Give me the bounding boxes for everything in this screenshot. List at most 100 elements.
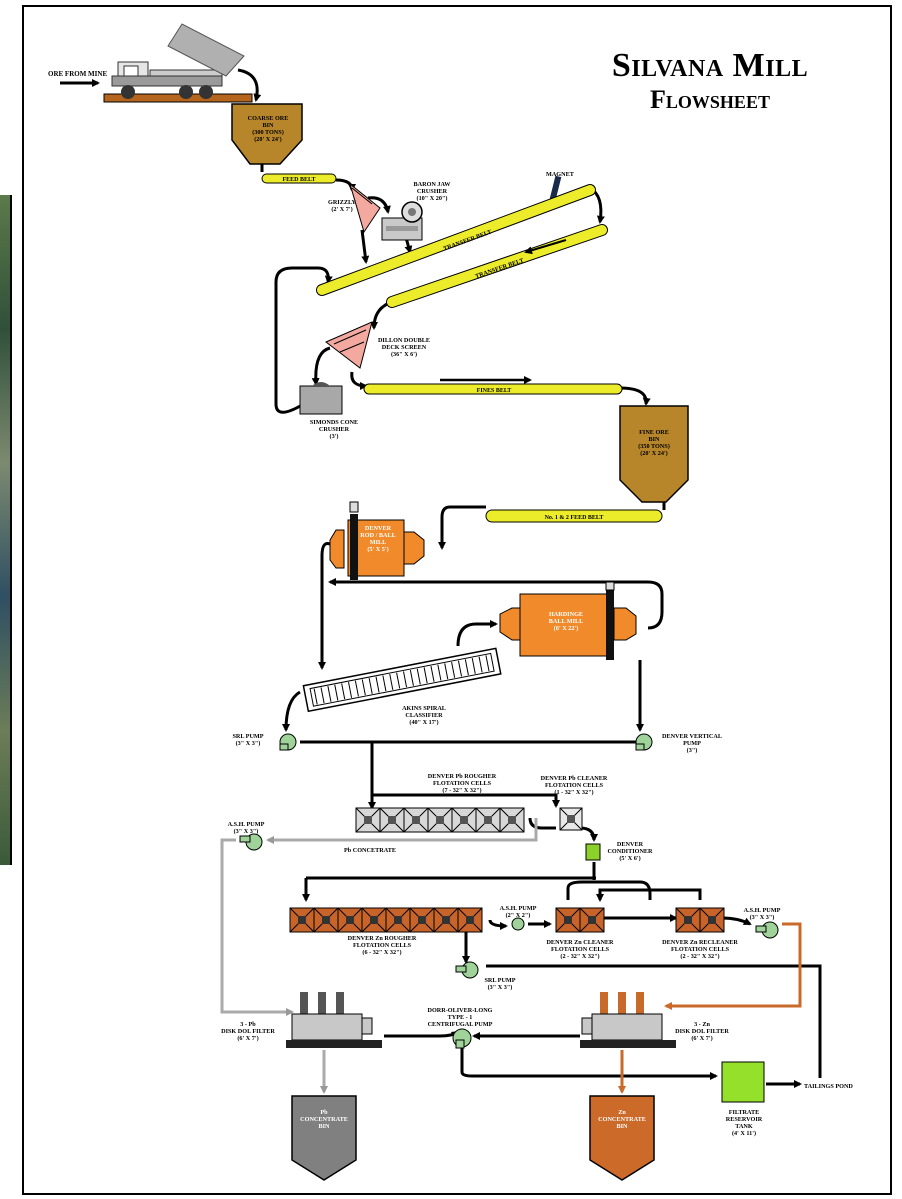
- title-line-2: Flowsheet: [650, 85, 770, 115]
- cone-crusher-line-1: CRUSHER: [319, 426, 350, 433]
- fine-bin-line-0: FINE ORE: [639, 429, 669, 436]
- coarse-bin-line-3: (20' X 24'): [254, 136, 282, 143]
- pb-conc-to-pump: [266, 818, 538, 844]
- flotation-cell: [427, 807, 453, 833]
- classifier-rib: [327, 686, 332, 702]
- classifier-rib: [341, 683, 346, 700]
- classifier-rib: [485, 655, 490, 672]
- flotation-cell: [579, 907, 605, 933]
- rod-ball-mill: [329, 501, 425, 580]
- zn-cleaner-line-2: (2 - 32" X 32"): [560, 953, 599, 960]
- pb-filter-line-0: 3 - Pb: [240, 1021, 256, 1028]
- screen-line-2: (36" X 6'): [391, 351, 417, 358]
- pb-rougher-line-2: (7 - 32" X 32"): [442, 787, 481, 794]
- flotation-cell: [385, 907, 411, 933]
- screen-line-1: DECK SCREEN: [382, 344, 427, 351]
- jaw-crusher-line-1: CRUSHER: [417, 188, 448, 195]
- feedbelt12-to-rodmill: [438, 505, 486, 550]
- coarse-bin-line-2: (300 TONS): [252, 129, 284, 136]
- centrifugal-pump-line-0: DORR-OLIVER-LONG: [428, 1007, 493, 1014]
- pb-bin-line-0: Pb: [320, 1109, 328, 1116]
- rod-mill-line-3: (5' X 5'): [367, 546, 388, 553]
- hardinge-line-1: BALL MILL: [549, 618, 584, 625]
- pb-concentrate-bin: [291, 1095, 357, 1181]
- flotation-cell: [475, 807, 501, 833]
- feed-belt-label: FEED BELT: [283, 177, 316, 183]
- classifier-rib: [375, 676, 380, 693]
- classifier-rib: [348, 682, 353, 698]
- rod-mill-line-2: MILL: [370, 539, 387, 546]
- zn-bin-line-0: Zn: [618, 1109, 626, 1116]
- recleaner-to-ash3: [721, 916, 752, 926]
- grizzly-line-0: GRIZZLY: [328, 199, 357, 206]
- flotation-cell: [289, 907, 315, 933]
- ash-pump-2-line-0: A.S.H. PUMP: [500, 905, 537, 912]
- pb-concentrate-lines: [220, 818, 538, 1094]
- srl-pump-2-line-1: (3" X 3"): [488, 984, 513, 991]
- classifier-rib: [382, 675, 387, 692]
- ash-pump-3-label: A.S.H. PUMP(3" X 3"): [744, 907, 781, 921]
- fines-belt-label: FINES BELT: [477, 388, 512, 394]
- zn-rougher-line-0: DENVER Zn ROUGHER: [348, 935, 417, 942]
- grizzly-to-jaw: [367, 196, 391, 214]
- truck-dump-line: [237, 68, 262, 102]
- feed-belt-12-label: No. 1 & 2 FEED BELT: [545, 515, 604, 521]
- classifier-rib: [368, 677, 373, 694]
- zn-concentrate-lines: [618, 922, 802, 1094]
- magnet: [548, 175, 562, 205]
- rod-mill-line-0: DENVER: [365, 525, 392, 532]
- pb-disk-filter: [286, 992, 382, 1048]
- zn-concentrate-bin: [589, 1095, 655, 1181]
- vertical-pump-line-2: (3"): [687, 747, 698, 754]
- ore-from-mine-label: ORE FROM MINE: [48, 70, 107, 78]
- srl-pump-1-line-0: SRL PUMP: [232, 733, 263, 740]
- pb-cleaner-cell: [559, 807, 583, 831]
- classifier-rib: [457, 660, 463, 677]
- zn-pump-to-filter: [664, 922, 802, 1010]
- classifier-rib: [444, 663, 449, 680]
- flotation-cell: [355, 807, 381, 833]
- classifier-rib: [396, 672, 401, 689]
- flotation-cell: [433, 907, 459, 933]
- classifier-rib: [313, 688, 318, 705]
- vertical-pump: [635, 733, 653, 751]
- srl-pump-2-line-0: SRL PUMP: [484, 977, 515, 984]
- grizzly-undersize-line: [360, 229, 370, 264]
- pb-bin-line-1: CONCENTRATE: [300, 1116, 348, 1123]
- jaw-crusher-line-2: (10" X 20"): [417, 195, 448, 202]
- pb-rougher-cells: [355, 807, 525, 833]
- diagram-title: Silvana Mill Flowsheet: [560, 46, 860, 115]
- cone-crusher-line-0: SIMONDS CONE: [310, 419, 358, 426]
- classifier-rib: [416, 668, 421, 685]
- classifier-to-hardinge: [456, 620, 498, 647]
- pb-rougher-line-0: DENVER Pb ROUGHER: [428, 773, 497, 780]
- classifier-rib: [334, 684, 339, 701]
- zn-recleaner-line-2: (2 - 32" X 32"): [680, 953, 719, 960]
- centrifugal-pump: [452, 1028, 472, 1049]
- jaw-crusher: [381, 201, 423, 241]
- flotation-cell: [409, 907, 435, 933]
- pb-filter-line-2: (6' X 7'): [237, 1035, 258, 1042]
- fine-ore-bin: [619, 405, 689, 503]
- belt2-direction-arrow: [524, 239, 567, 255]
- filtrate-tank-line-3: (4' X 11'): [732, 1130, 756, 1137]
- classifier-rib: [430, 665, 435, 682]
- rougher-to-cleaner: [372, 793, 560, 808]
- conditioner-line-0: DENVER: [617, 841, 644, 848]
- screen-to-cone: [311, 346, 331, 386]
- ash-pump-2-label: A.S.H. PUMP(2" X 2"): [500, 905, 537, 919]
- coarse-bin-line-1: BIN: [262, 122, 274, 129]
- cone-crusher-line-2: (3'): [330, 433, 339, 440]
- flotation-cell: [379, 807, 405, 833]
- ash-pump-3-line-0: A.S.H. PUMP: [744, 907, 781, 914]
